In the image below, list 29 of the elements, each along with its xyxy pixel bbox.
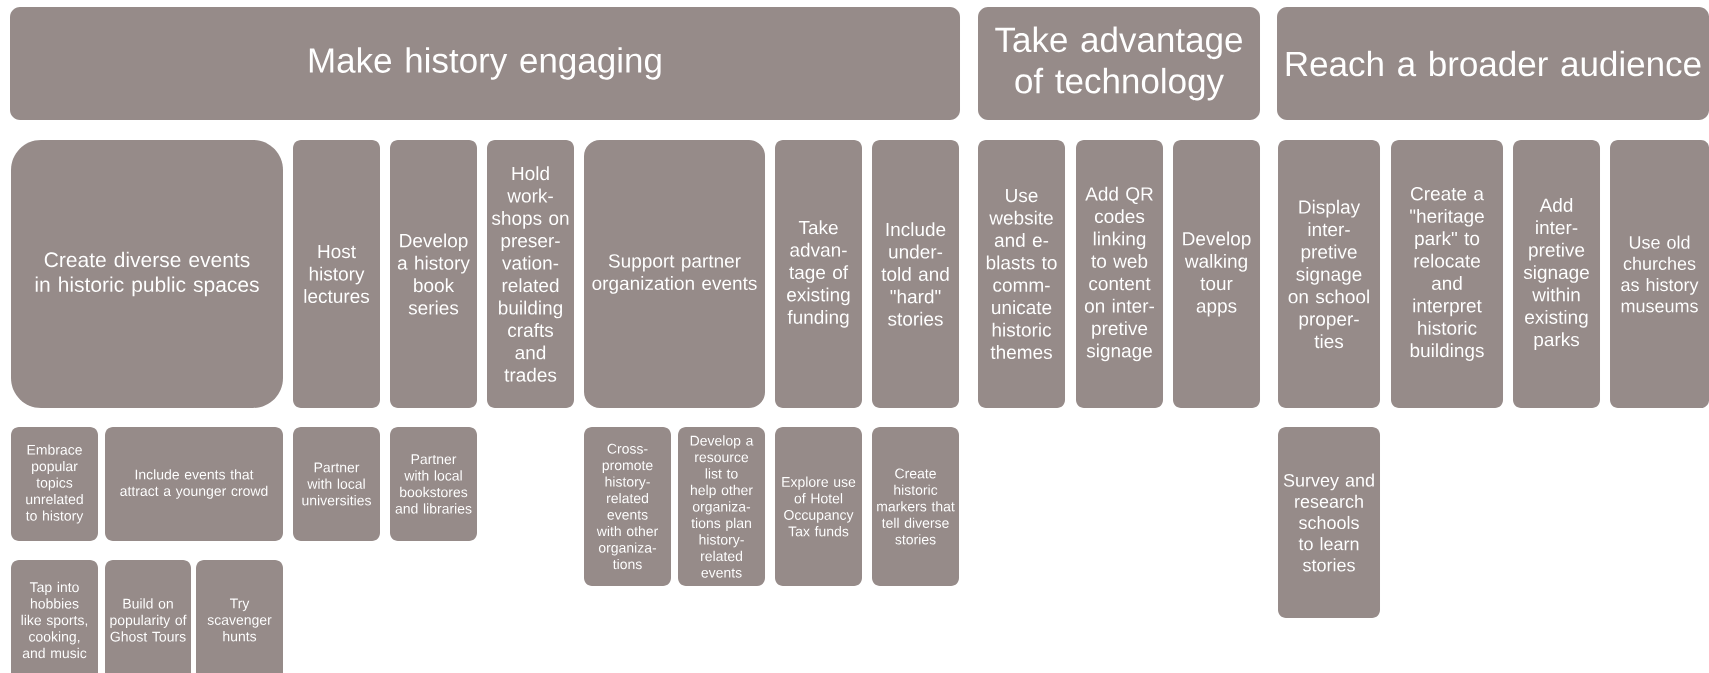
- strategy-box: Take advan- tage of existing funding: [775, 140, 862, 408]
- strategy-box: Hold work- shops on preser- vation- related building crafts and trades: [487, 140, 574, 408]
- action-box: Build on popularity of Ghost Tours: [105, 560, 191, 673]
- header-box: Reach a broader audience: [1277, 7, 1709, 120]
- action-box: Survey and research schools to learn stories: [1278, 427, 1380, 618]
- strategy-box: Support partner organization events: [584, 140, 765, 408]
- action-box: Partner with local universities: [293, 427, 380, 541]
- header-box: Make history engaging: [10, 7, 960, 120]
- strategy-box: Display inter- pretive signage on school proper- ties: [1278, 140, 1380, 408]
- strategy-box: Use website and e- blasts to comm- unicate historic themes: [978, 140, 1065, 408]
- strategy-box: Add inter- pretive signage within existing parks: [1513, 140, 1600, 408]
- header-box: Take advantage of technology: [978, 7, 1260, 120]
- strategy-box: Create diverse events in historic public spaces: [11, 140, 283, 408]
- strategy-box: Use old churches as history museums: [1610, 140, 1709, 408]
- action-box: Cross- promote history- related events with other organiza- tions: [584, 427, 671, 586]
- strategy-box: Develop a history book series: [390, 140, 477, 408]
- action-box: Explore use of Hotel Occupancy Tax funds: [775, 427, 862, 586]
- strategy-box: Develop walking tour apps: [1173, 140, 1260, 408]
- strategy-box: Include under- told and "hard" stories: [872, 140, 959, 408]
- action-box: Try scavenger hunts: [196, 560, 283, 673]
- strategy-box: Create a "heritage park" to relocate and interpret historic buildings: [1391, 140, 1503, 408]
- action-box: Partner with local bookstores and libraries: [390, 427, 477, 541]
- action-box: Develop a resource list to help other organiza- tions plan history- related events: [678, 427, 765, 586]
- action-box: Tap into hobbies like sports, cooking, and music: [11, 560, 98, 673]
- strategy-box: Add QR codes linking to web content on inter- pretive signage: [1076, 140, 1163, 408]
- action-box: Include events that attract a younger crowd: [105, 427, 283, 541]
- strategy-box: Host history lectures: [293, 140, 380, 408]
- action-box: Embrace popular topics unrelated to history: [11, 427, 98, 541]
- action-box: Create historic markers that tell diverse stories: [872, 427, 959, 586]
